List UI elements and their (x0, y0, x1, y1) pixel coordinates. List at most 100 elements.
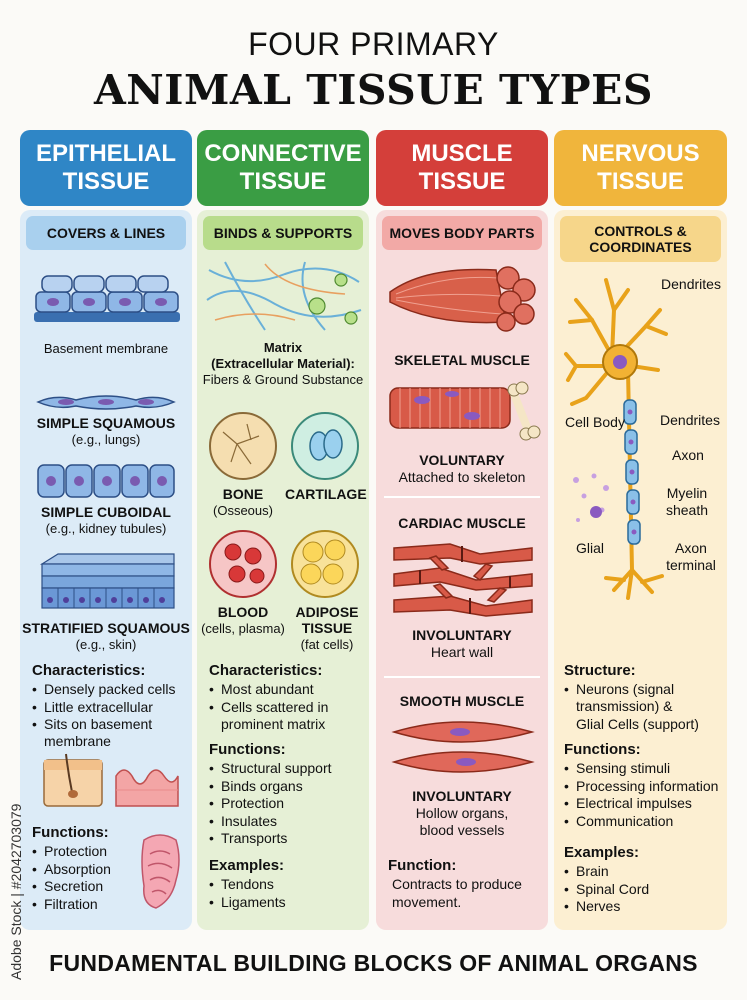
cartilage-illustration (291, 412, 359, 480)
list-item: Neurons (signal (564, 681, 674, 699)
header-line-2: TISSUE (239, 168, 327, 195)
list-item: Sensing stimuli (564, 760, 718, 778)
list-item: Little extracellular (32, 699, 176, 717)
function-heading: Function: (388, 857, 457, 874)
watermark: Adobe Stock | #2042703079 (6, 752, 26, 982)
characteristics-heading: Characteristics: (32, 662, 146, 679)
list-item-continuation: membrane (44, 733, 111, 749)
cardiac-muscle-title: CARDIAC MUSCLE (398, 515, 526, 531)
examples-heading: Examples: (564, 844, 640, 861)
adipose-label-2: TISSUE (301, 620, 353, 636)
header-line-2: TISSUE (597, 168, 684, 195)
subtitle-badge: COVERS & LINES (26, 216, 186, 250)
axon-terminal-label: Axon (675, 540, 707, 556)
subtitle-badge: MOVES BODY PARTS (382, 216, 542, 250)
intestine-icon (141, 834, 180, 909)
cell-body-label: Cell Body (565, 414, 625, 430)
list-item-continuation: prominent matrix (221, 716, 326, 732)
smooth-type: INVOLUNTARY (412, 788, 512, 804)
list-item: Transports (209, 830, 332, 848)
page-title: ANIMAL TISSUE TYPES (93, 66, 654, 114)
column-epithelial: EPITHELIAL TISSUE COVERS & LINES Basemen… (20, 130, 192, 930)
list-item: Nerves (564, 898, 649, 916)
bone-sublabel: (Osseous) (213, 503, 273, 518)
skeletal-muscle-title: SKELETAL MUSCLE (394, 352, 530, 368)
bone-label: BONE (222, 486, 264, 502)
smooth-muscle-illustration (391, 721, 535, 773)
header-line-1: EPITHELIAL (35, 140, 176, 167)
matrix-fibers-illustration (206, 261, 362, 331)
myelin-label-2: sheath (665, 502, 709, 518)
characteristics-heading: Characteristics: (209, 662, 323, 679)
list-item: Structural support (209, 760, 332, 778)
header-line-1: CONNECTIVE (204, 140, 362, 167)
functions-heading: Functions: (32, 824, 109, 841)
list-item: Protection (32, 843, 111, 861)
axon-terminal-label-2: terminal (666, 557, 716, 573)
intestinal-lining-icon (115, 769, 179, 807)
column-nervous: NERVOUS TISSUE CONTROLS & COORDINATES De… (554, 130, 727, 930)
divider (384, 676, 540, 678)
simple-squamous-illustration (36, 395, 176, 410)
stratified-squamous-title: STRATIFIED SQUAMOUS (22, 620, 190, 636)
functions-list: Structural support Binds organs Protecti… (209, 760, 332, 848)
cartilage-label: CARTILAGE (285, 486, 367, 502)
function-text-2: movement. (392, 894, 462, 910)
cardiac-type: INVOLUNTARY (412, 627, 512, 643)
basement-membrane-label: Basement membrane (43, 341, 169, 356)
myelin-label: Myelin (666, 485, 708, 501)
matrix-subtitle: (Extracellular Material): (211, 356, 355, 371)
functions-heading: Functions: (209, 741, 286, 758)
smooth-muscle-title: SMOOTH MUSCLE (399, 693, 525, 709)
glial-label: Glial (575, 540, 604, 556)
list-item: Most abundant (209, 681, 328, 699)
list-item: Ligaments (209, 894, 286, 912)
bone-illustration (209, 412, 277, 480)
header-line-2: TISSUE (62, 168, 150, 195)
list-item: Cells scattered in (209, 699, 328, 717)
list-item-continuation: Glial Cells (support) (576, 716, 699, 732)
column-header: CONNECTIVE TISSUE (197, 130, 369, 206)
simple-squamous-example: (e.g., lungs) (71, 432, 141, 447)
skeletal-muscle-illustration (389, 381, 541, 441)
cardiac-description: Heart wall (430, 644, 494, 660)
functions-list: Sensing stimuli Processing information E… (564, 760, 718, 830)
subtitle-line-2: COORDINATES (589, 239, 692, 255)
simple-cuboidal-title: SIMPLE CUBOIDAL (41, 504, 171, 520)
list-item: Processing information (564, 778, 718, 796)
list-item-continuation: transmission) & (576, 698, 673, 714)
blood-illustration (209, 530, 277, 598)
smooth-description-2: blood vessels (419, 822, 505, 838)
title-top: FOUR PRIMARY (248, 26, 499, 62)
skin-section-icon (43, 753, 103, 807)
characteristics-list: Most abundant Cells scattered in (209, 681, 328, 716)
adipose-label: ADIPOSE (295, 604, 359, 620)
matrix-title: Matrix (263, 340, 303, 355)
divider (384, 496, 540, 498)
column-background (376, 210, 548, 930)
column-connective: CONNECTIVE TISSUE BINDS & SUPPORTS Matri… (197, 130, 369, 930)
simple-cuboidal-example: (e.g., kidney tubules) (45, 521, 167, 536)
muscle-bundle-illustration (389, 266, 536, 332)
neuron-illustration (564, 278, 668, 600)
subtitle-line-1: CONTROLS & (594, 223, 687, 239)
list-item: Secretion (32, 878, 111, 896)
list-item: Binds organs (209, 778, 332, 796)
examples-list: Tendons Ligaments (209, 876, 286, 911)
dendrites-top-label: Dendrites (661, 276, 721, 292)
skeletal-type: VOLUNTARY (419, 452, 505, 468)
stratified-squamous-illustration (39, 553, 175, 609)
list-item: Communication (564, 813, 718, 831)
subtitle-badge: CONTROLS & COORDINATES (560, 216, 721, 262)
footer-caption: FUNDAMENTAL BUILDING BLOCKS OF ANIMAL OR… (49, 950, 698, 976)
adipose-illustration (291, 530, 359, 598)
simple-squamous-title: SIMPLE SQUAMOUS (36, 415, 176, 431)
list-item: Filtration (32, 896, 111, 914)
cardiac-muscle-illustration (393, 543, 533, 617)
column-header: EPITHELIAL TISSUE (20, 130, 192, 206)
list-item: Brain (564, 863, 649, 881)
header-line-1: MUSCLE (411, 140, 513, 167)
structure-list: Neurons (signal (564, 681, 674, 699)
glial-cells-icon (573, 473, 609, 522)
column-header: MUSCLE TISSUE (376, 130, 548, 206)
